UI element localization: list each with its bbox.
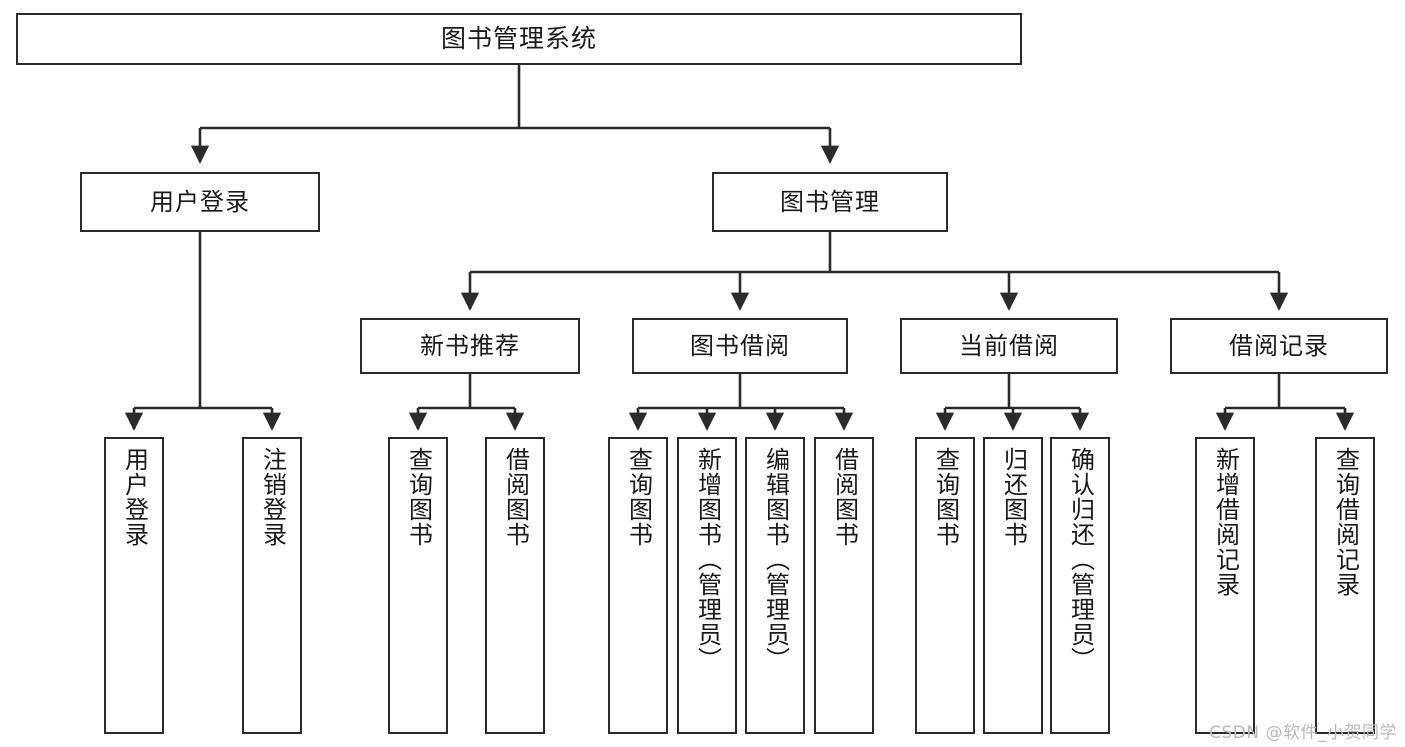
node-book-manage-label: 图书管理: [780, 187, 880, 216]
node-leaf-edit-book-label: 编辑图书（管理员）: [761, 447, 790, 672]
node-current-borrow[interactable]: 当前借阅: [900, 318, 1118, 374]
node-leaf-query-book-2-label: 查询图书: [624, 447, 653, 547]
node-leaf-add-record[interactable]: 新增借阅记录: [1195, 437, 1255, 734]
node-leaf-add-book-label: 新增图书（管理员）: [693, 447, 722, 672]
node-root-label: 图书管理系统: [440, 24, 597, 54]
node-leaf-user-login-label: 用户登录: [120, 447, 149, 547]
node-new-book-recommend-label: 新书推荐: [420, 331, 520, 360]
node-current-borrow-label: 当前借阅: [959, 331, 1059, 360]
node-root[interactable]: 图书管理系统: [16, 13, 1022, 65]
node-book-borrow[interactable]: 图书借阅: [632, 318, 848, 374]
node-leaf-borrow-book-1-label: 借阅图书: [501, 447, 530, 547]
node-book-manage[interactable]: 图书管理: [712, 172, 948, 232]
node-leaf-query-book-3[interactable]: 查询图书: [915, 437, 975, 734]
node-leaf-edit-book[interactable]: 编辑图书（管理员）: [745, 437, 805, 734]
node-leaf-borrow-book-2[interactable]: 借阅图书: [814, 437, 874, 734]
node-borrow-record-label: 借阅记录: [1229, 331, 1329, 360]
node-leaf-confirm-return-label: 确认归还（管理员）: [1066, 447, 1095, 672]
node-new-book-recommend[interactable]: 新书推荐: [360, 318, 580, 374]
node-leaf-user-logout[interactable]: 注销登录: [242, 437, 302, 734]
node-user-login[interactable]: 用户登录: [80, 172, 320, 232]
node-leaf-query-book-2[interactable]: 查询图书: [608, 437, 668, 734]
node-leaf-borrow-book-1[interactable]: 借阅图书: [485, 437, 545, 734]
node-leaf-user-logout-label: 注销登录: [258, 447, 287, 547]
node-leaf-query-book-1[interactable]: 查询图书: [388, 437, 448, 734]
csdn-watermark: CSDN @软件_小贺同学: [1209, 723, 1397, 743]
node-leaf-borrow-book-2-label: 借阅图书: [830, 447, 859, 547]
node-leaf-query-book-1-label: 查询图书: [404, 447, 433, 547]
node-book-borrow-label: 图书借阅: [690, 331, 790, 360]
node-leaf-query-record-label: 查询借阅记录: [1331, 447, 1360, 597]
node-user-login-label: 用户登录: [150, 187, 250, 216]
node-leaf-add-book[interactable]: 新增图书（管理员）: [677, 437, 737, 734]
node-leaf-query-book-3-label: 查询图书: [931, 447, 960, 547]
node-borrow-record[interactable]: 借阅记录: [1170, 318, 1388, 374]
node-leaf-user-login[interactable]: 用户登录: [104, 437, 164, 734]
node-leaf-return-book[interactable]: 归还图书: [983, 437, 1043, 734]
node-leaf-add-record-label: 新增借阅记录: [1211, 447, 1240, 597]
node-leaf-return-book-label: 归还图书: [999, 447, 1028, 547]
node-leaf-query-record[interactable]: 查询借阅记录: [1315, 437, 1375, 734]
node-leaf-confirm-return[interactable]: 确认归还（管理员）: [1050, 437, 1110, 734]
